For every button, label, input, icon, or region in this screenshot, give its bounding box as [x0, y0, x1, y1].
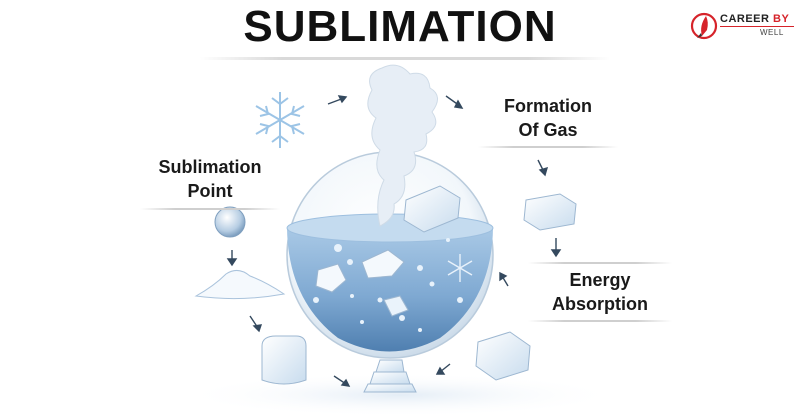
arrow-icon: [226, 250, 238, 267]
label-formation-of-gas: Formation Of Gas: [504, 96, 592, 140]
label-sublimation-point: Sublimation Point: [158, 157, 262, 201]
label-energy-absorption: Energy Absorption: [552, 270, 648, 314]
brand-logo: CAREER BY WELL: [690, 6, 798, 46]
ice-cube: [523, 193, 577, 231]
label-underline: [478, 146, 618, 148]
title-underline: [200, 57, 610, 60]
arrow-icon: [499, 271, 509, 287]
arrow-icon: [435, 363, 451, 375]
label-underline: [140, 208, 280, 210]
water-body: [287, 228, 493, 352]
arrow-icon: [537, 159, 549, 177]
brand-name: CAREER BY: [720, 13, 790, 25]
arrow-icon: [445, 95, 464, 109]
bubbles: [313, 238, 463, 332]
snowflake-icon: [447, 254, 473, 282]
label-underline: [528, 320, 672, 322]
vapor-plume: [367, 64, 438, 227]
cycle-arrows: [226, 95, 562, 387]
brand-divider: [720, 26, 794, 27]
rocket-logo-icon: [690, 12, 718, 40]
brand-subname: WELL: [760, 28, 784, 37]
arrow-icon: [550, 238, 562, 258]
arrow-icon: [327, 95, 348, 105]
ice-slab-stack: [363, 359, 417, 393]
arrow-icon: [333, 375, 351, 387]
snow-pile: [194, 270, 286, 300]
melting-ice-block: [403, 185, 461, 233]
arrow-icon: [249, 315, 263, 333]
ice-cylinder: [261, 335, 307, 385]
ice-sphere: [214, 206, 246, 238]
label-overline: [528, 262, 672, 264]
snowflake-icon: [255, 92, 305, 148]
ice-chunk: [383, 295, 409, 317]
page-title: SUBLIMATION: [243, 2, 557, 51]
ice-chunk: [361, 249, 405, 279]
ice-chunk: [315, 263, 347, 293]
ice-cube: [475, 331, 531, 381]
globe-vessel: [286, 64, 494, 359]
